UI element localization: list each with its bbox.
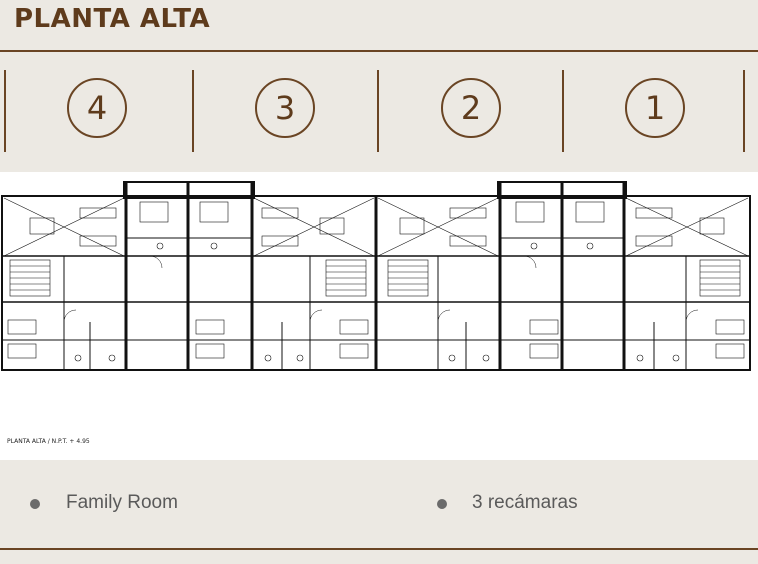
- feature-bedrooms: 3 recámaras: [472, 492, 578, 513]
- unit-separator: [4, 70, 6, 152]
- floor-plan: PLANTA ALTA / N.P.T. + 4.95: [0, 172, 758, 460]
- unit-number-label: 3: [274, 89, 296, 127]
- unit-number-label: 2: [460, 89, 482, 127]
- unit-separator: [192, 70, 194, 152]
- unit-separator: [743, 70, 745, 152]
- bullet-icon: [437, 499, 447, 509]
- bottom-divider: [0, 548, 758, 550]
- floor-plan-drawing: [1, 181, 751, 371]
- unit-number-1: 1: [625, 78, 685, 138]
- unit-separator: [562, 70, 564, 152]
- unit-number-label: 1: [644, 89, 666, 127]
- unit-number-2: 2: [441, 78, 501, 138]
- unit-number-4: 4: [67, 78, 127, 138]
- unit-separator: [377, 70, 379, 152]
- unit-number-3: 3: [255, 78, 315, 138]
- unit-number-label: 4: [86, 89, 108, 127]
- plan-caption: PLANTA ALTA / N.P.T. + 4.95: [7, 438, 90, 445]
- feature-family-room: Family Room: [66, 492, 178, 513]
- bullet-icon: [30, 499, 40, 509]
- page-title: PLANTA ALTA: [14, 4, 211, 34]
- top-divider: [0, 50, 758, 52]
